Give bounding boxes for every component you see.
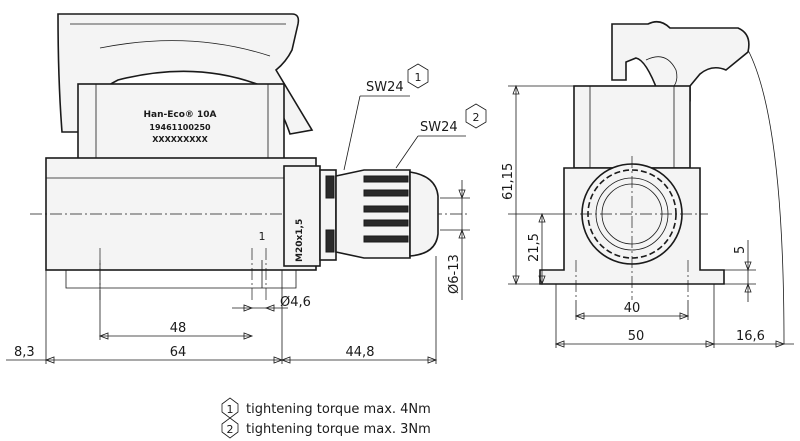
dim-50: 50 xyxy=(628,329,645,344)
dim-48: 48 xyxy=(170,321,187,336)
callout-2: SW24 2 xyxy=(395,103,487,169)
callout-2-label: SW24 xyxy=(420,120,458,135)
dim-16-6: 16,6 xyxy=(736,329,765,344)
dim-8-3: 8,3 xyxy=(14,345,35,360)
dim-hole: Ø4,6 xyxy=(280,295,311,310)
side-upper-block xyxy=(573,85,691,169)
side-view xyxy=(539,20,750,300)
front-view: Han-Eco® 10A 19461100250 XXXXXXXXX 1 M20… xyxy=(30,13,470,300)
cable-gland xyxy=(335,169,411,259)
note-1-text: tightening torque max. 4Nm xyxy=(246,402,431,417)
dim-5: 5 xyxy=(733,246,748,254)
dim-21-5: 21,5 xyxy=(527,233,542,262)
dim-44-8: 44,8 xyxy=(346,345,375,360)
notes: 1 tightening torque max. 4Nm 2 tightenin… xyxy=(221,397,431,439)
note-2-number: 2 xyxy=(227,423,234,436)
right-dimensions: 61,15 21,5 5 40 50 16,6 xyxy=(501,49,794,348)
note-1: 1 tightening torque max. 4Nm xyxy=(221,397,431,419)
callout-1-label: SW24 xyxy=(366,80,404,95)
nameplate-serial: XXXXXXXXX xyxy=(152,135,208,144)
dim-cable: Ø6-13 xyxy=(447,254,462,294)
left-dimensions: 8,3 64 48 44,8 Ø4,6 Ø6-13 xyxy=(6,180,470,364)
thread-boss xyxy=(283,165,321,267)
housing-body xyxy=(77,83,285,165)
callout-1-number: 1 xyxy=(415,71,422,84)
note-1-number: 1 xyxy=(227,403,234,416)
dim-64: 64 xyxy=(170,345,187,360)
dim-61-15: 61,15 xyxy=(501,163,516,200)
nameplate-part-number: 19461100250 xyxy=(149,123,211,132)
dim-40: 40 xyxy=(624,301,641,316)
nameplate-product: Han-Eco® 10A xyxy=(143,110,216,120)
note-2: 2 tightening torque max. 3Nm xyxy=(221,417,431,439)
note-2-text: tightening torque max. 3Nm xyxy=(246,422,431,437)
gland-cap xyxy=(409,171,439,257)
thread-label: M20x1,5 xyxy=(295,219,305,262)
lever-hook xyxy=(611,20,750,102)
callout-1: SW24 1 xyxy=(343,63,429,171)
pin-mark: 1 xyxy=(259,230,266,243)
callout-2-number: 2 xyxy=(473,111,480,124)
